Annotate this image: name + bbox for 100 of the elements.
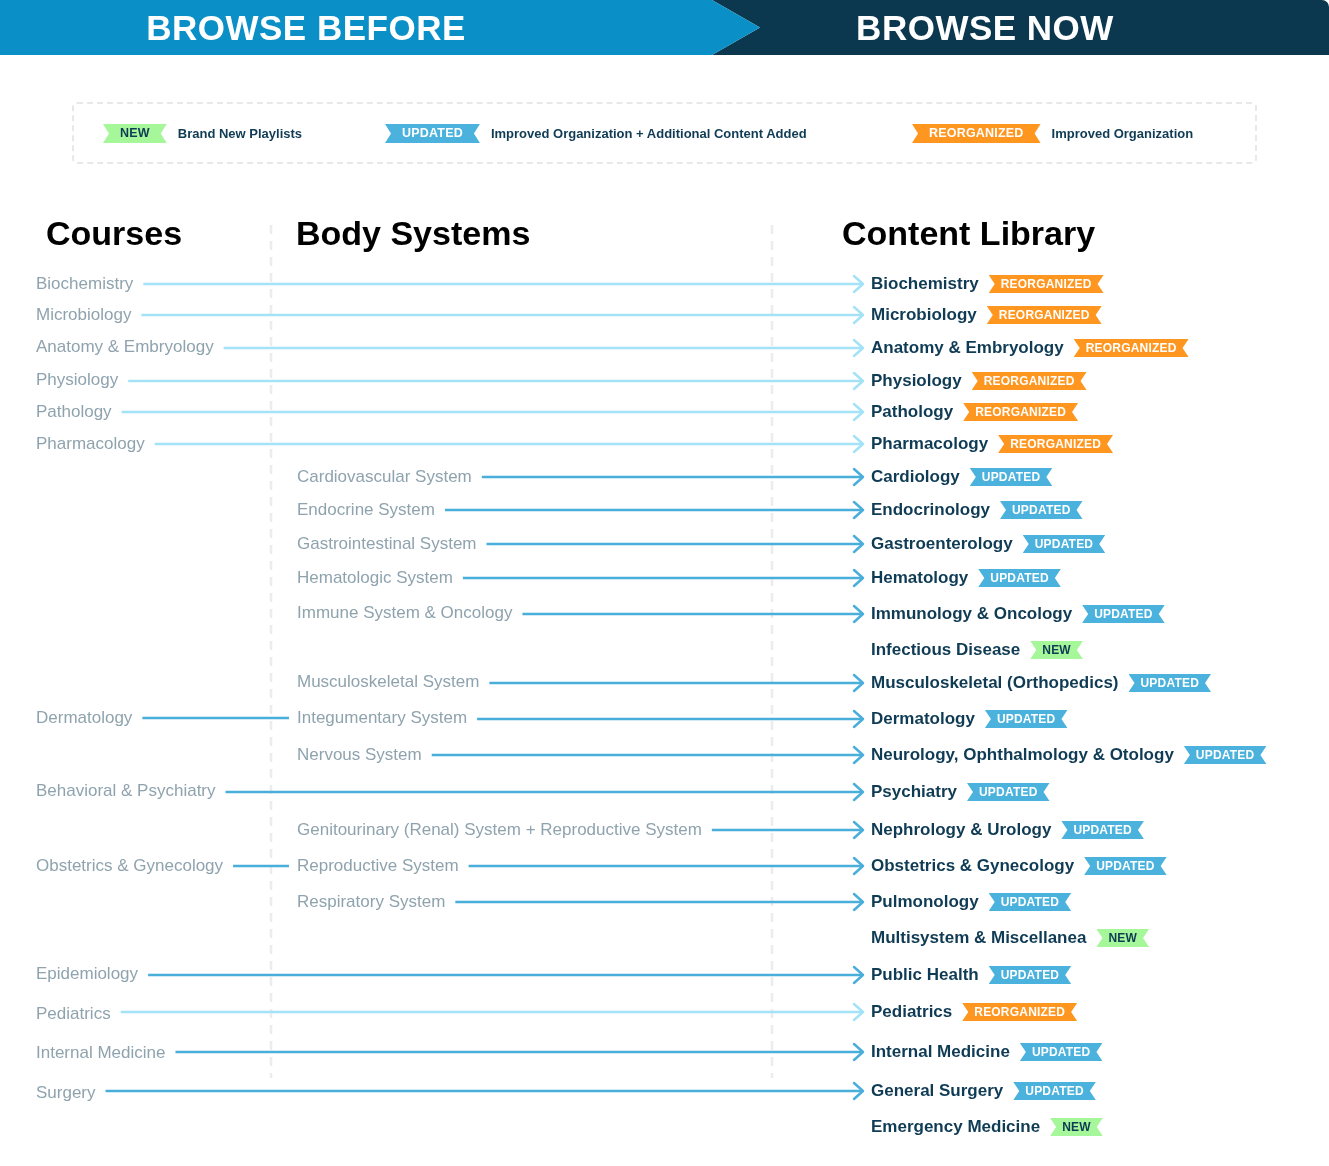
legend-ribbon: NEW [103, 124, 167, 143]
column-heading: Content Library [842, 213, 1096, 253]
status-ribbon: UPDATED [1022, 535, 1106, 553]
course-name: Obstetrics & Gynecology [36, 855, 224, 877]
legend-ribbon: UPDATED [385, 124, 480, 143]
body-system-name: Hematologic System [297, 567, 453, 589]
arrow [120, 1002, 865, 1022]
library-topic-name: Pulmonology [871, 891, 979, 913]
library-topic-name: Public Health [871, 964, 979, 986]
status-ribbon: UPDATED [1183, 746, 1267, 764]
status-ribbon: UPDATED [988, 966, 1072, 984]
library-topic-name: Biochemistry [871, 273, 979, 295]
status-ribbon: UPDATED [988, 893, 1072, 911]
status-ribbon: NEW [1030, 641, 1083, 659]
body-system-name: Musculoskeletal System [297, 671, 480, 693]
connector-line [142, 716, 289, 720]
arrow [431, 745, 865, 765]
arrow [522, 604, 865, 624]
library-topic-name: Pathology [871, 401, 954, 423]
status-ribbon: UPDATED [1019, 1043, 1103, 1061]
column-heading: Body Systems [296, 213, 531, 253]
library-topic-name: General Surgery [871, 1080, 1004, 1102]
status-ribbon: REORGANIZED [962, 1003, 1078, 1021]
library-topic-name: Pharmacology [871, 433, 989, 455]
body-system-name: Immune System & Oncology [297, 602, 513, 624]
course-name: Dermatology [36, 707, 133, 729]
legend-label: Improved Organization [1051, 125, 1194, 143]
body-system-name: Respiratory System [297, 891, 446, 913]
status-ribbon: UPDATED [967, 783, 1050, 801]
connector-line [233, 864, 289, 868]
arrow [468, 856, 865, 876]
library-topic-name: Hematology [871, 567, 969, 589]
arrow [489, 673, 865, 693]
library-topic-name: Musculoskeletal (Orthopedics) [871, 672, 1119, 694]
arrow [711, 820, 865, 840]
status-ribbon: UPDATED [969, 468, 1053, 486]
library-topic-name: Cardiology [871, 466, 960, 488]
status-ribbon: UPDATED [1084, 857, 1167, 875]
status-ribbon: REORGANIZED [963, 403, 1079, 421]
arrow [175, 1042, 865, 1062]
status-ribbon: UPDATED [984, 710, 1068, 728]
body-system-name: Cardiovascular System [297, 466, 472, 488]
arrow [154, 434, 865, 454]
status-ribbon: UPDATED [1082, 605, 1165, 623]
status-ribbon: REORGANIZED [971, 372, 1087, 390]
status-ribbon: REORGANIZED [986, 306, 1102, 324]
library-topic-name: Infectious Disease [871, 639, 1021, 661]
banner-title: BROWSE NOW [856, 7, 1114, 48]
course-name: Biochemistry [36, 273, 134, 295]
library-topic-name: Neurology, Ophthalmology & Otology [871, 744, 1174, 766]
course-name: Behavioral & Psychiatry [36, 780, 216, 802]
body-system-name: Endocrine System [297, 499, 435, 521]
arrow [486, 534, 865, 554]
status-ribbon: UPDATED [1128, 674, 1211, 692]
body-system-name: Nervous System [297, 744, 422, 766]
body-system-name: Genitourinary (Renal) System + Reproductive System [297, 819, 702, 841]
arrow [148, 965, 865, 985]
library-topic-name: Obstetrics & Gynecology [871, 855, 1075, 877]
arrow [105, 1081, 865, 1101]
course-name: Microbiology [36, 304, 132, 326]
status-ribbon: REORGANIZED [998, 435, 1114, 453]
library-topic-name: Internal Medicine [871, 1041, 1010, 1063]
status-ribbon: REORGANIZED [988, 275, 1104, 293]
course-name: Internal Medicine [36, 1042, 166, 1064]
arrow [477, 709, 865, 729]
arrow [128, 371, 865, 391]
library-topic-name: Endocrinology [871, 499, 990, 521]
arrow [121, 402, 865, 422]
status-ribbon: NEW [1050, 1118, 1103, 1136]
arrow [141, 305, 865, 325]
library-topic-name: Microbiology [871, 304, 977, 326]
body-system-name: Gastrointestinal System [297, 533, 477, 555]
library-topic-name: Pediatrics [871, 1001, 953, 1023]
status-ribbon: UPDATED [1000, 501, 1083, 519]
arrow [143, 274, 865, 294]
status-ribbon: REORGANIZED [1073, 339, 1189, 357]
legend-ribbon: REORGANIZED [912, 124, 1041, 143]
course-name: Physiology [36, 369, 119, 391]
arrow [481, 467, 865, 487]
body-system-name: Reproductive System [297, 855, 459, 877]
library-topic-name: Dermatology [871, 708, 975, 730]
legend-label: Brand New Playlists [177, 125, 303, 143]
arrow [223, 338, 865, 358]
library-topic-name: Physiology [871, 370, 962, 392]
course-name: Pharmacology [36, 433, 145, 455]
course-name: Epidemiology [36, 963, 139, 985]
library-topic-name: Psychiatry [871, 781, 957, 803]
column-heading: Courses [46, 213, 183, 253]
legend-label: Improved Organization + Additional Content Added [490, 125, 807, 143]
arrow [444, 500, 865, 520]
arrow [462, 568, 865, 588]
library-topic-name: Immunology & Oncology [871, 603, 1073, 625]
status-ribbon: UPDATED [978, 569, 1061, 587]
status-ribbon: NEW [1096, 929, 1150, 947]
library-topic-name: Nephrology & Urology [871, 819, 1052, 841]
library-topic-name: Anatomy & Embryology [871, 337, 1064, 359]
body-system-name: Integumentary System [297, 707, 468, 729]
library-topic-name: Emergency Medicine [871, 1116, 1041, 1138]
banner-title: BROWSE BEFORE [146, 7, 466, 48]
course-name: Anatomy & Embryology [36, 336, 214, 358]
